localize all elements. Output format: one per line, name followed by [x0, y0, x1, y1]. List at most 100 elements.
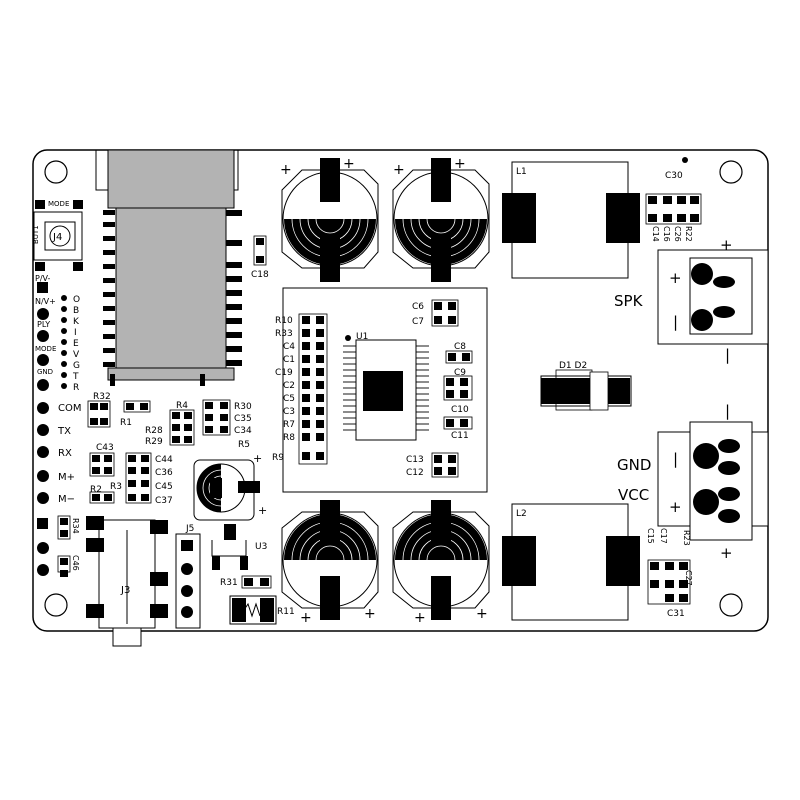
label-mode-top: MODE	[48, 200, 69, 208]
label-c14: C14	[651, 226, 660, 242]
label-u1-left: R7	[283, 420, 295, 430]
label-m-plus: M+	[58, 472, 75, 483]
label-c9: C9	[454, 368, 466, 378]
label-spk-plus: +	[669, 269, 682, 287]
label-c6: C6	[412, 302, 424, 312]
label-u1-left: R9	[272, 453, 284, 463]
label-c37: C37	[155, 496, 173, 506]
label-u1-left: R10	[275, 316, 293, 326]
label-r1: R1	[120, 418, 132, 428]
label-cap-plus: +	[280, 162, 292, 178]
label-c11: C11	[451, 431, 469, 441]
label-c8: C8	[454, 342, 466, 352]
amplifier-u1-block: U1	[272, 287, 488, 493]
obk-letter: E	[73, 339, 79, 349]
label-gnd: GND	[617, 456, 651, 474]
left-header: P/V- N/V+ PLY MODE GND COM TX RX M+ M−	[35, 274, 81, 576]
obk-letter: R	[73, 383, 79, 393]
label-c13: C13	[406, 455, 424, 465]
label-r5: R5	[238, 440, 250, 450]
label-c16: C16	[662, 226, 671, 242]
obk-letter: I	[74, 328, 77, 338]
label-c18: C18	[251, 270, 269, 280]
label-m-minus: M−	[58, 494, 75, 505]
obk-letter: T	[72, 372, 79, 382]
label-cap-plus: +	[364, 606, 376, 622]
label-c26: C26	[673, 226, 682, 242]
smd-left-labels: R32 R1 R4 R30 R28 C35 R29 C34 R5 C43 C44…	[71, 270, 269, 588]
label-c44: C44	[155, 455, 173, 465]
module-left-pads	[103, 210, 115, 367]
label-cap-plus-2: +	[258, 504, 267, 517]
label-c36: C36	[155, 468, 173, 478]
label-cap-plus: +	[454, 156, 466, 172]
label-u1-left: C2	[283, 381, 295, 391]
label-u1-left: C19	[275, 368, 293, 378]
label-c34: C34	[234, 426, 252, 436]
label-l1: L1	[516, 167, 527, 177]
inductor-l1: L1	[502, 161, 640, 279]
connector-j5: J5	[175, 524, 201, 629]
label-r4: R4	[176, 401, 188, 411]
label-c27: C27	[684, 570, 693, 586]
mounting-hole-br	[719, 593, 743, 617]
label-cap-plus: +	[253, 452, 262, 465]
smd-left-outlines	[57, 235, 272, 589]
label-r11: R11	[277, 607, 295, 617]
label-rx: RX	[58, 448, 72, 459]
label-r22: R22	[684, 226, 693, 242]
label-j3: J3	[120, 585, 130, 596]
label-r32: R32	[93, 392, 111, 402]
label-ply: PLY	[37, 320, 50, 329]
label-c15: C15	[646, 528, 655, 544]
mounting-holes	[44, 160, 743, 617]
label-spk-minus: |	[673, 313, 678, 331]
obk-letter: V	[73, 350, 80, 360]
label-gnd-small: GND	[37, 368, 53, 376]
label-j5: J5	[185, 524, 194, 534]
electrolytic-cap-top-left: + +	[280, 156, 379, 282]
mounting-hole-tr	[719, 160, 743, 184]
label-l2: L2	[516, 509, 527, 519]
label-j4: J4	[52, 232, 62, 243]
label-pwr-plus: +	[669, 498, 682, 516]
obk-letter: O	[73, 295, 80, 305]
label-c17: C17	[659, 528, 668, 544]
label-r30: R30	[234, 402, 252, 412]
label-cap-plus: +	[414, 610, 426, 626]
label-but1: BUT1	[32, 225, 40, 244]
label-nv-plus: N/V+	[35, 297, 56, 306]
label-c43: C43	[96, 443, 114, 453]
label-cap-plus: +	[343, 156, 355, 172]
label-cap-plus: +	[300, 610, 312, 626]
label-u1-left: R8	[283, 433, 295, 443]
label-c12: C12	[406, 468, 424, 478]
electrolytic-cap-top-right: + +	[392, 156, 490, 282]
label-pwr-bar: |	[673, 450, 678, 468]
obk-letter: G	[73, 361, 80, 371]
label-r23: R23	[682, 530, 691, 546]
label-u1-left: C4	[283, 342, 295, 352]
mounting-hole-bl	[44, 593, 68, 617]
label-c10: C10	[451, 405, 469, 415]
label-spk-plus-top: +	[720, 236, 733, 254]
smd-left-cluster	[60, 238, 269, 586]
small-electrolytic-cap: + +	[193, 452, 267, 521]
module-bottom-pads	[110, 374, 205, 386]
label-r31: R31	[220, 578, 238, 588]
diodes-d1-d2: D1 D2	[540, 361, 632, 411]
label-r3: R3	[110, 482, 122, 492]
label-u1-left: R33	[275, 329, 293, 339]
label-c45: C45	[155, 482, 173, 492]
label-pv-minus: P/V-	[35, 274, 51, 283]
label-u1: U1	[356, 332, 368, 342]
smd-bottom-right: C15 C17 R23 C27 C31	[646, 528, 693, 619]
label-c35: C35	[234, 414, 252, 424]
label-u3: U3	[255, 542, 267, 552]
electrolytic-cap-bottom-right: + +	[392, 500, 490, 626]
label-r34: R34	[71, 518, 80, 534]
obk-letter: K	[73, 317, 80, 327]
label-vcc: VCC	[618, 486, 649, 504]
audio-jack-j3: J3	[86, 516, 168, 647]
